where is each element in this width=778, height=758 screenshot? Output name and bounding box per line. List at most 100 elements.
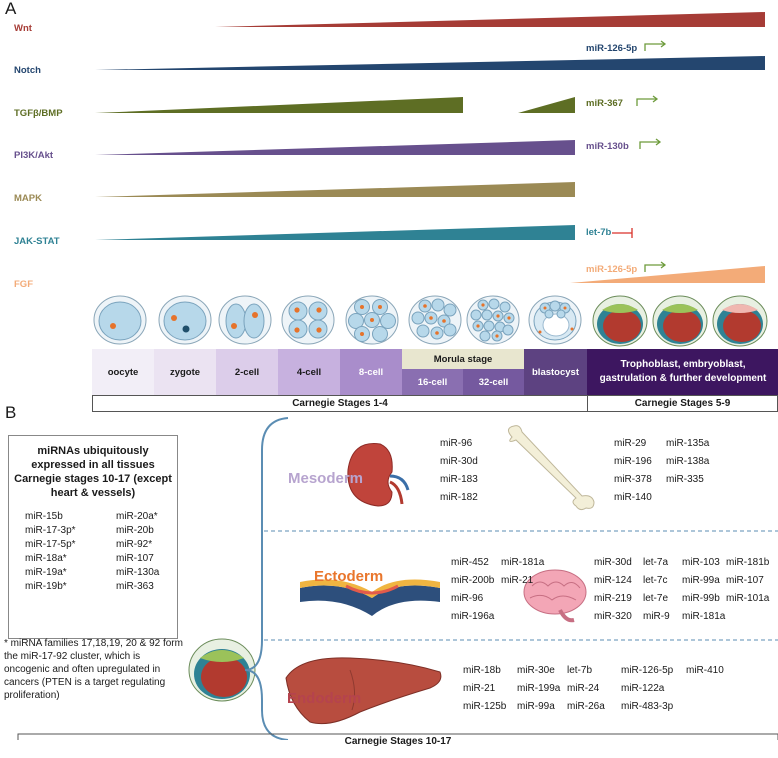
activation-arrow-icon [644,261,667,272]
list-item: miR-99a [517,701,555,712]
list-item: miR-182 [440,492,478,503]
ectoderm-brain-mirnas-col2: let-7a let-7c let-7e miR-9 [643,554,670,626]
signaling-wedges [95,12,765,283]
list-item: miR-124 [594,575,632,586]
list-item: miR-181a [682,611,726,622]
ectoderm-brain-mirnas-col3: miR-103 miR-99a miR-99b miR-181a [682,554,725,626]
list-item: miR-20b [116,525,154,536]
stage-later-development: Trophoblast, embryoblast, gastrulation &… [587,349,778,395]
list-item: miR-26a [567,701,605,712]
list-item: miR-30d [594,557,632,568]
stage-4-cell: 4-cell [278,349,340,395]
fgf-wedge [570,266,765,283]
list-item: miR-335 [666,474,704,485]
endoderm-label: Endoderm [287,690,362,707]
list-item: miR-183 [440,474,478,485]
liver-icon [285,657,442,725]
ectoderm-label: Ectoderm [314,568,384,585]
list-item: miR-122a [621,683,665,694]
regulation-marks [612,40,667,272]
endoderm-mirnas-col1: miR-18b miR-21 miR-125b [463,662,506,716]
activation-arrow-icon [644,40,667,51]
list-item: miR-17-5p* [25,539,76,550]
brain-icon [523,569,587,623]
list-item: miR-103 [682,557,720,568]
gastrula-embryo-icon-3 [712,295,768,347]
stage-16-cell: 16-cell [402,369,463,395]
carnegie-stages-10-17-label: Carnegie Stages 10-17 [344,736,452,747]
endoderm-mirnas-col3: let-7b miR-24 miR-26a [567,662,605,716]
list-item: let-7e [643,593,669,604]
kidney-icon [347,443,410,507]
list-item: miR-9 [643,611,670,622]
bone-icon [508,425,595,511]
list-item: miR-24 [567,683,600,694]
inhibition-bar-icon [612,228,633,238]
list-item: miR-18a* [25,553,67,564]
stage-2-cell: 2-cell [216,349,278,395]
ubiquitous-mirna-title: miRNAs ubiquitously expressed in all tis… [14,445,172,499]
stage-blastocyst: blastocyst [524,349,587,395]
activation-arrow-icon [639,138,662,149]
bracket-line [244,417,289,740]
mesoderm-bone-mirnas-col1: miR-29 miR-196 miR-378 miR-140 [614,435,652,507]
jakstat-wedge [95,225,575,240]
embryo-icon [188,638,256,702]
ectoderm-neural-mirnas-col1: miR-452 miR-200b miR-96 miR-196a [451,554,494,626]
list-item: miR-199a [517,683,561,694]
ectoderm-neural-mirnas-col2: miR-181a miR-21 [501,554,544,590]
list-item: miR-483-3p [621,701,674,712]
list-item: miR-452 [451,557,489,568]
stage-8-cell: 8-cell [340,349,402,395]
list-item: miR-21 [463,683,496,694]
ectoderm-brain-mirnas-col4: miR-181b miR-107 miR-101a [726,554,769,608]
endoderm-mirnas-col2: miR-30e miR-199a miR-99a [517,662,560,716]
stage-morula: Morula stage [402,349,524,369]
list-item: miR-320 [594,611,632,622]
list-item: miR-21 [501,575,534,586]
list-item: miR-99b [682,593,720,604]
carnegie-stages-10-17-box [17,733,778,740]
four-cell-embryo-icon [281,295,335,345]
pathway-label-fgf: FGF [14,279,33,290]
list-item: miR-200b [451,575,495,586]
list-item: miR-19a* [25,567,67,578]
list-item: miR-99a [682,575,720,586]
list-item: miR-92* [116,539,153,550]
germ-layer-bracket [17,417,778,740]
list-item: miR-135a [666,438,710,449]
list-item: let-7b [567,665,593,676]
list-item: miR-138a [666,456,710,467]
list-item: miR-181b [726,557,770,568]
list-item: let-7c [643,575,668,586]
thirtytwo-cell-morula-icon [466,295,520,345]
pathway-label-mapk: MAPK [14,193,42,204]
list-item: miR-30d [440,456,478,467]
ubiquitous-mirna-col1: miR-15b miR-17-3p* miR-17-5p* miR-18a* m… [25,510,76,594]
list-item: miR-378 [614,474,652,485]
blastocyst-icon [528,295,582,345]
panel-a-letter: A [5,0,17,18]
mirna-notch: miR-126-5p [586,43,638,54]
list-item: miR-410 [686,665,724,676]
eight-cell-embryo-icon [345,295,399,345]
list-item: miR-18b [463,665,501,676]
stage-oocyte: oocyte [92,349,154,395]
list-item: miR-15b [25,511,63,522]
list-item: miR-107 [726,575,764,586]
list-item: miR-19b* [25,581,67,592]
endoderm-mirnas-col4: miR-126-5p miR-122a miR-483-3p [621,662,673,716]
pathway-label-pi3k: PI3K/Akt [14,150,54,161]
notch-wedge [95,56,765,70]
list-item: miR-181a [501,557,545,568]
list-item: miR-101a [726,593,770,604]
gastrula-embryo-icon-2 [652,295,708,347]
list-item: miR-30e [517,665,555,676]
list-item: miR-29 [614,438,647,449]
list-item: miR-196a [451,611,495,622]
stage-zygote: zygote [154,349,216,395]
list-item: miR-126-5p [621,665,674,676]
mesoderm-kidney-mirnas: miR-96 miR-30d miR-183 miR-182 [440,435,478,507]
endoderm-mirnas-col5: miR-410 [686,662,724,680]
list-item: miR-130a [116,567,160,578]
